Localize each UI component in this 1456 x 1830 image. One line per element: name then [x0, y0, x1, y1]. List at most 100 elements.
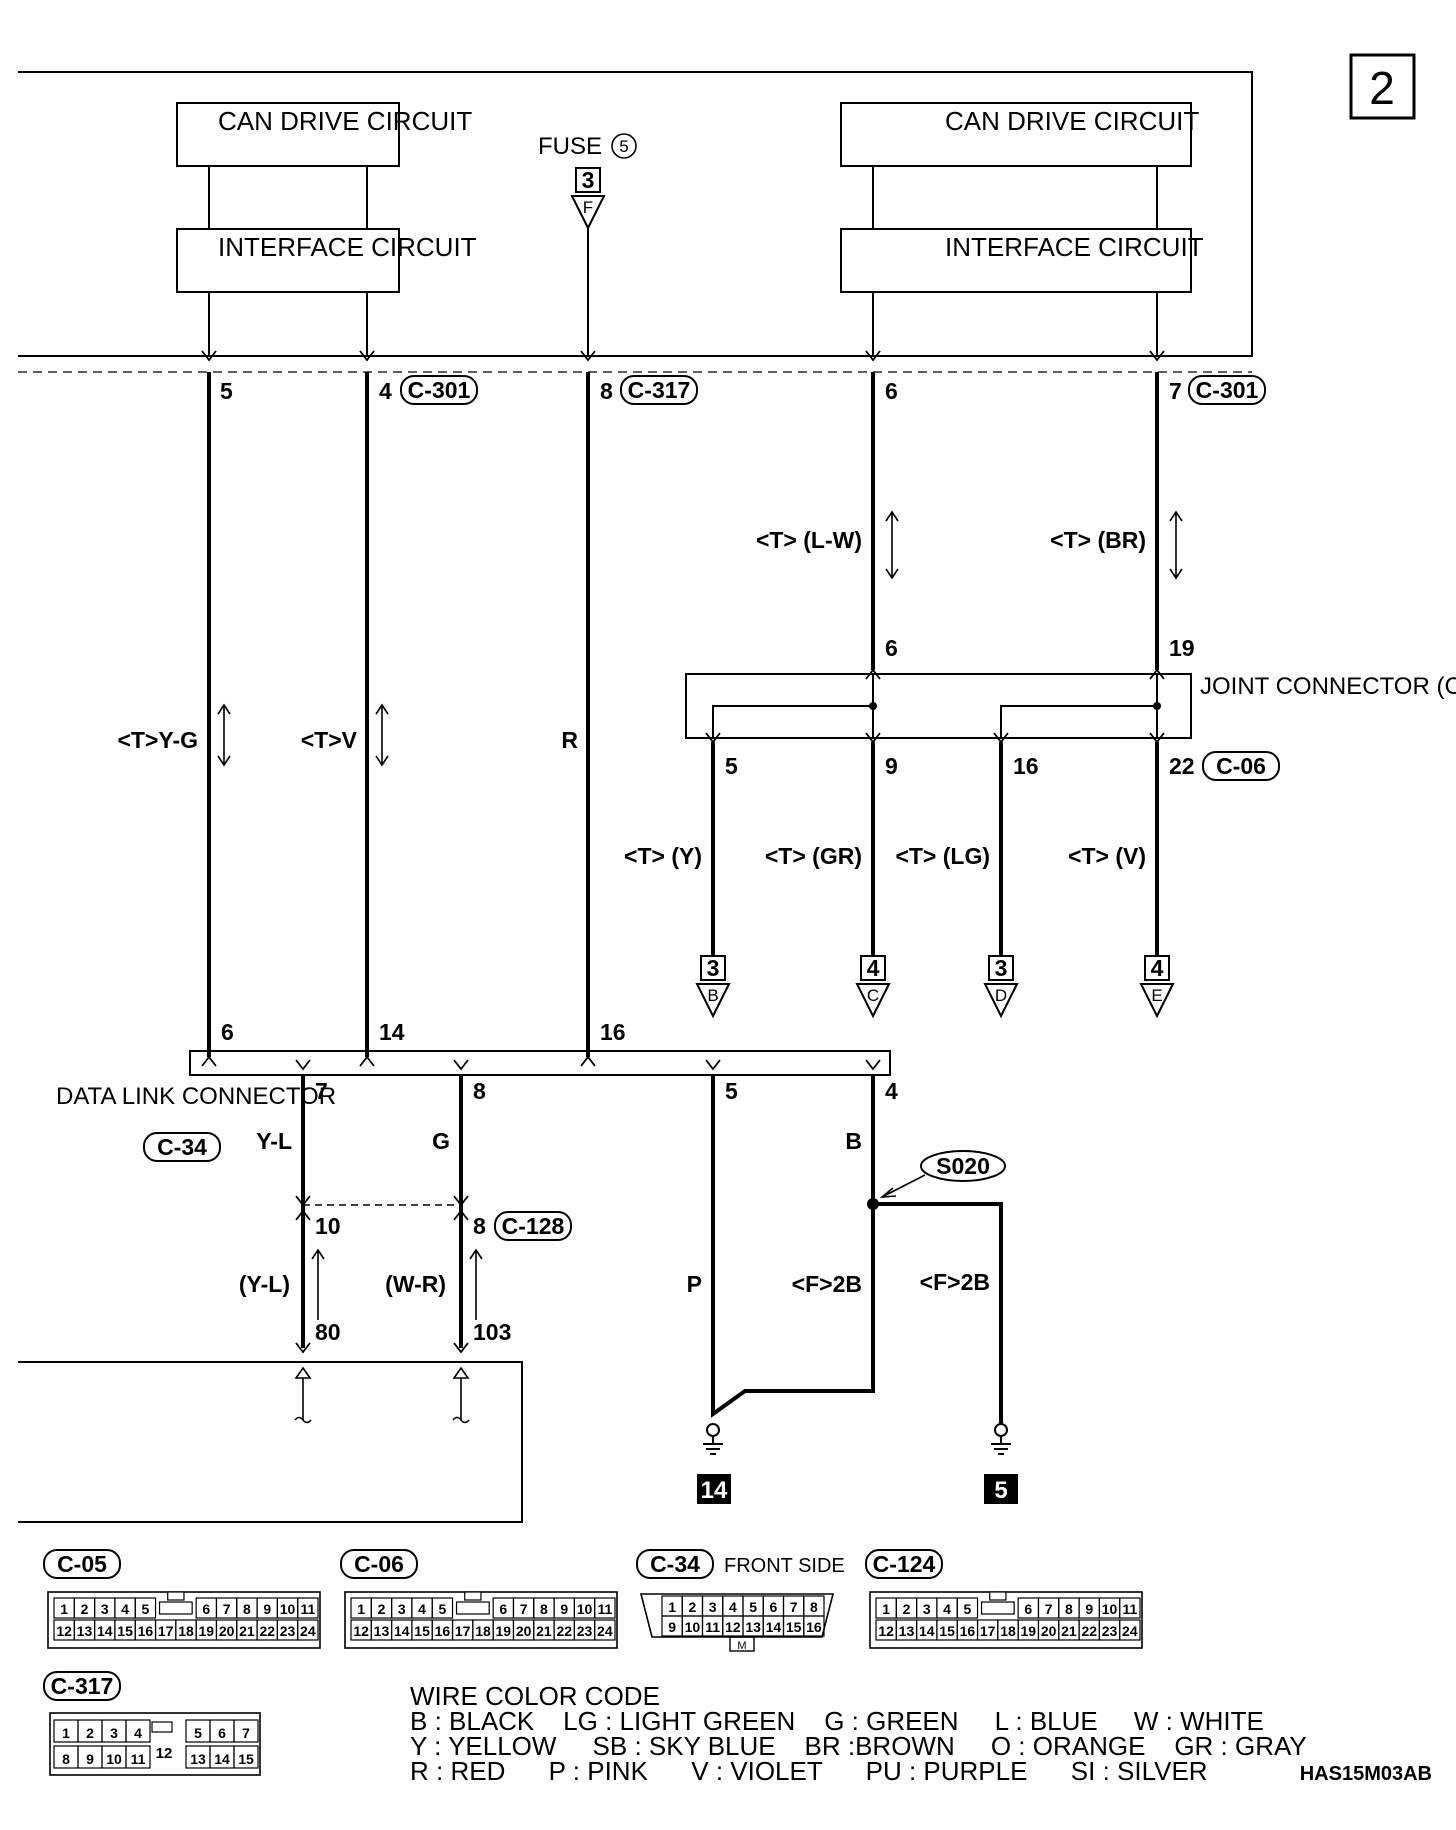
pin-20: 20: [516, 1623, 532, 1639]
dlc-ref-tag: [143, 1132, 221, 1162]
lower-module-internal: [294, 1366, 470, 1424]
pin-17: 17: [158, 1623, 174, 1639]
fuse-ref-triangle: [570, 195, 606, 231]
pin-13: 13: [190, 1751, 206, 1767]
pin-10: 10: [280, 1601, 296, 1617]
joint-connector-label: JOINT CONNECTOR (CAN1): [1200, 673, 1456, 700]
interface-label-right: INTERFACE CIRCUIT: [945, 232, 1204, 262]
pin-16: 16: [435, 1623, 451, 1639]
pin-21: 21: [1061, 1623, 1077, 1639]
pin-22: 22: [259, 1623, 275, 1639]
wire-label-wr: (W-R): [385, 1271, 446, 1297]
ecu-pin-6: 6: [885, 378, 898, 404]
splice-s020-oval: [920, 1150, 1006, 1182]
fuse-number: 5: [619, 137, 628, 156]
interface-circuit-right: [840, 228, 1192, 293]
off-page-ref-c: 4 C: [855, 955, 891, 1019]
pin-2: 2: [378, 1601, 386, 1617]
svg-text:C: C: [867, 986, 879, 1005]
conn-ref-c317-tag: [620, 375, 698, 405]
c128-pin-8: 8: [473, 1213, 486, 1239]
joint-ref-c06: C-06: [1216, 753, 1266, 779]
pin-16: 16: [806, 1619, 822, 1635]
joint-bottom-pin-16: 16: [1013, 753, 1039, 779]
pin-4: 4: [418, 1601, 426, 1617]
interface-label-left: INTERFACE CIRCUIT: [218, 232, 477, 262]
dlc-top-pin-6: 6: [221, 1019, 234, 1045]
dlc-bottom-pin-7: 7: [315, 1078, 328, 1104]
pin-19: 19: [199, 1623, 215, 1639]
data-link-top-ticks: [201, 1056, 881, 1070]
wire-color-code-line1: B : BLACK LG : LIGHT GREEN G : GREEN L :…: [410, 1706, 1264, 1736]
lower-pin-103: 103: [473, 1319, 511, 1345]
wire-label-vio: <T> (V): [1068, 843, 1146, 869]
pin-18: 18: [178, 1623, 194, 1639]
joint-bottom-pin-5: 5: [725, 753, 738, 779]
signal-arrows: [311, 1248, 483, 1320]
pin-7: 7: [1045, 1601, 1053, 1617]
pin-19: 19: [496, 1623, 512, 1639]
pin-20: 20: [1041, 1623, 1057, 1639]
pin-5: 5: [749, 1599, 757, 1615]
pin-15: 15: [238, 1751, 254, 1767]
pin-2: 2: [903, 1601, 911, 1617]
pin-5: 5: [963, 1601, 971, 1617]
pin-6: 6: [202, 1601, 210, 1617]
fuse-number-circle: [611, 133, 637, 159]
pin-8: 8: [62, 1751, 70, 1767]
off-page-ref-d: 3 D: [983, 955, 1019, 1019]
lower-wires: [301, 1075, 1003, 1424]
pin-5: 5: [194, 1725, 202, 1741]
ecu-pin-7: 7: [1169, 378, 1182, 404]
pin-2: 2: [86, 1725, 94, 1741]
pin-2: 2: [81, 1601, 89, 1617]
joint-bottom-pin-9: 9: [885, 753, 898, 779]
page-number-box: [1349, 53, 1416, 120]
ground-14: 14: [701, 1477, 728, 1504]
main-wires: [207, 372, 1159, 1057]
svg-text:D: D: [995, 986, 1007, 1005]
pin-7: 7: [520, 1601, 528, 1617]
wire-label-f2b-right: <F>2B: [920, 1269, 990, 1295]
pin-1: 1: [357, 1601, 365, 1617]
ecu-internal-lines: [208, 228, 1158, 356]
pin-22: 22: [556, 1623, 572, 1639]
wire-label-gr: <T> (GR): [765, 843, 862, 869]
pin-7: 7: [223, 1601, 231, 1617]
svg-text:3: 3: [995, 955, 1008, 981]
pin-13: 13: [745, 1619, 761, 1635]
conn-ref-c301-left-tag: [400, 375, 478, 405]
ground-5: 5: [994, 1477, 1007, 1504]
svg-text:C-124: C-124: [873, 1551, 936, 1577]
ecu-outline: [18, 71, 1253, 373]
wire-color-code-title: WIRE COLOR CODE: [410, 1681, 660, 1711]
pin-6: 6: [769, 1599, 777, 1615]
pin-10: 10: [685, 1619, 701, 1635]
wire-label-v: <T>V: [301, 727, 358, 753]
ground-symbol-14: [703, 1423, 723, 1455]
ecu-pin-8: 8: [600, 378, 613, 404]
svg-text:B: B: [707, 986, 718, 1005]
svg-text:FRONT SIDE: FRONT SIDE: [724, 1555, 845, 1577]
joint-connector-internal: [712, 674, 1158, 738]
pin-16: 16: [960, 1623, 976, 1639]
pin-13: 13: [374, 1623, 390, 1639]
fuse-ref-box: [575, 167, 601, 193]
pin-5: 5: [438, 1601, 446, 1617]
wire-label-yg: <T>Y-G: [117, 727, 198, 753]
joint-output-wires: [711, 742, 1159, 956]
fuse-ref-number: 3: [582, 167, 595, 193]
joint-bottom-pin-22: 22: [1169, 753, 1195, 779]
wire-label-lw: <T> (L-W): [756, 527, 862, 553]
pin-19: 19: [1021, 1623, 1037, 1639]
pin-16: 16: [138, 1623, 154, 1639]
pin-14: 14: [919, 1623, 935, 1639]
dlc-top-pin-14: 14: [379, 1019, 405, 1045]
svg-text:M: M: [737, 1640, 746, 1652]
pin-2: 2: [688, 1599, 696, 1615]
pin-14: 14: [97, 1623, 113, 1639]
pin-17: 17: [980, 1623, 996, 1639]
pin-11: 11: [300, 1601, 315, 1617]
pin-3: 3: [923, 1601, 931, 1617]
